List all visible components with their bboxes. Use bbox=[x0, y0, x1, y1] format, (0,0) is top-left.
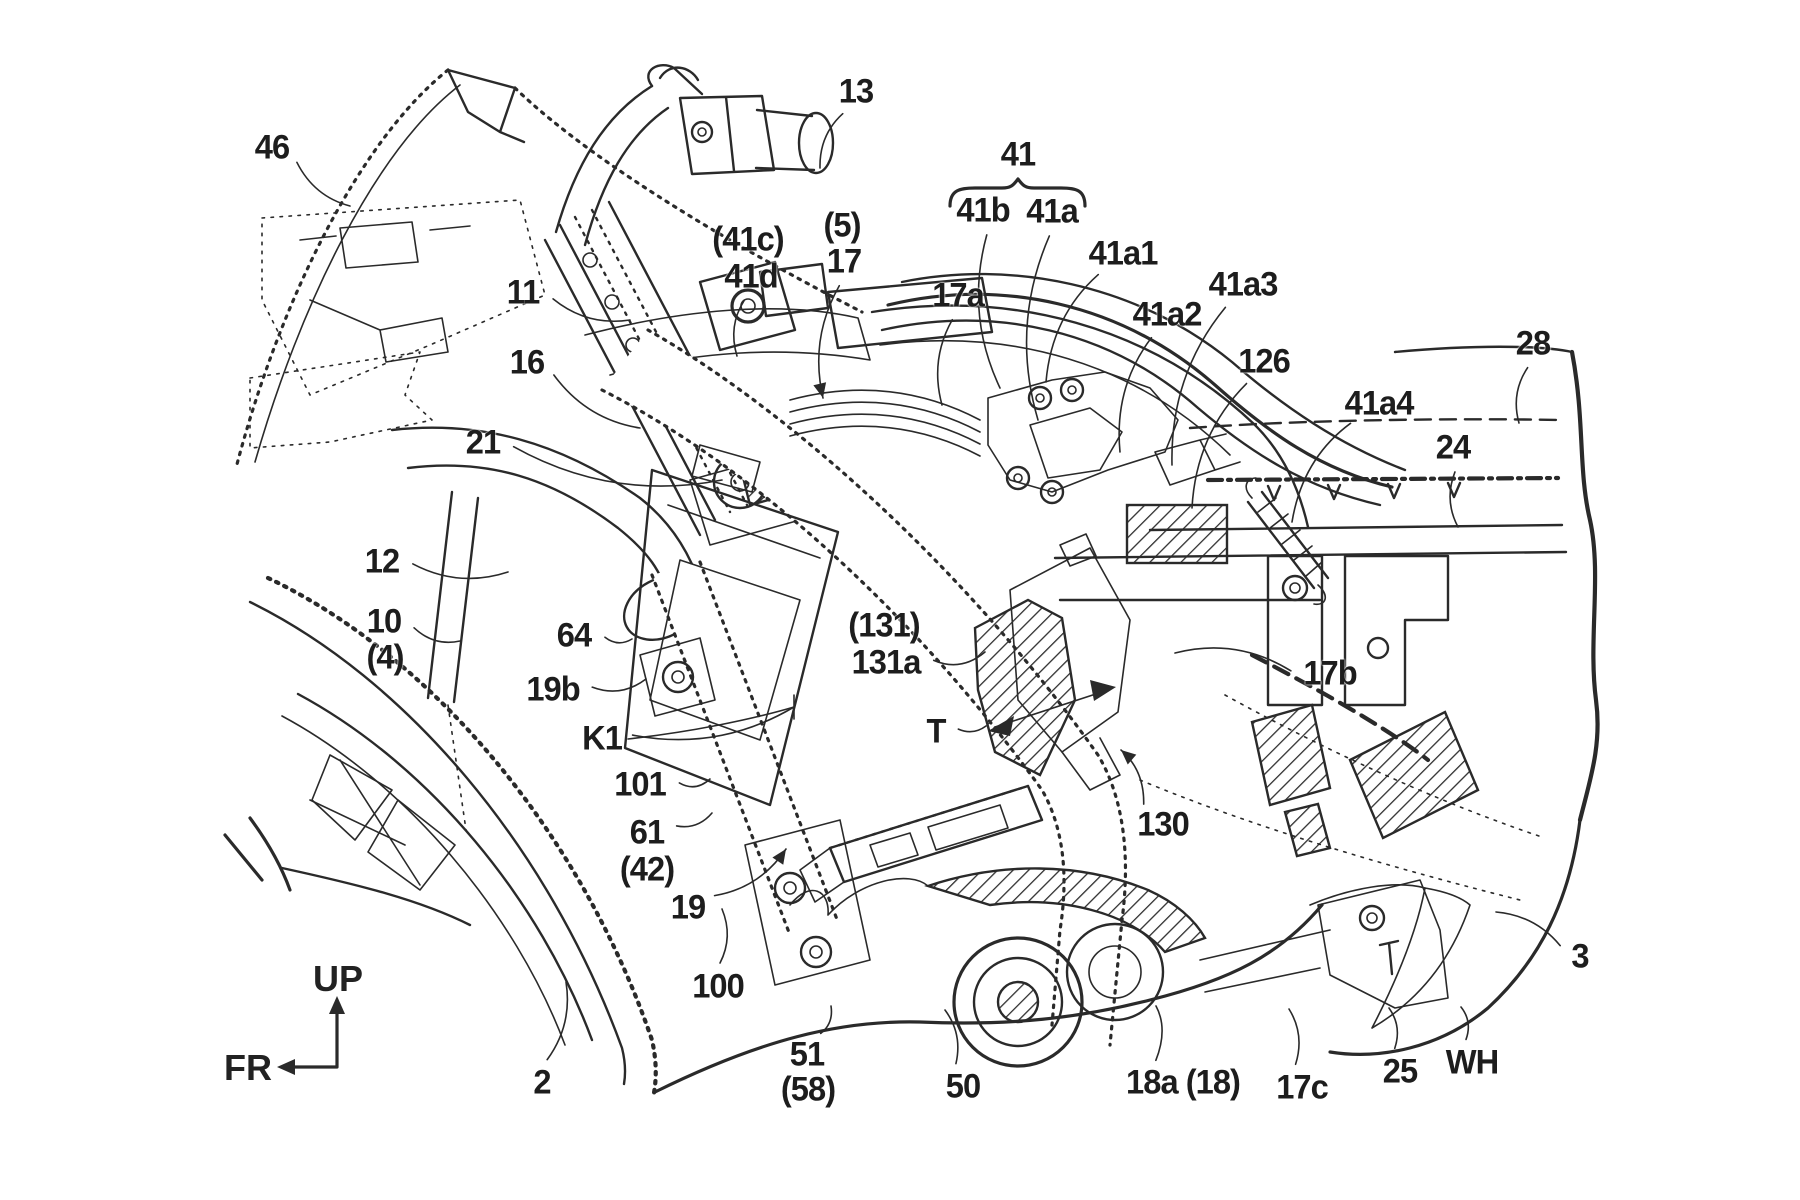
leader-arrow-19 bbox=[772, 849, 786, 865]
rubber-mounts bbox=[1139, 652, 1546, 901]
step-bracket bbox=[1199, 879, 1449, 1009]
front-fork bbox=[426, 490, 480, 831]
leader-50 bbox=[944, 1009, 959, 1065]
leader-51 bbox=[819, 1005, 833, 1035]
leader-16 bbox=[553, 374, 641, 429]
leader-21 bbox=[512, 445, 723, 487]
leader-3 bbox=[1495, 911, 1561, 947]
leader-126 bbox=[1191, 382, 1248, 509]
leader-100 bbox=[719, 908, 729, 964]
leader-17b bbox=[1174, 647, 1292, 672]
leader-arrow-130 bbox=[1121, 750, 1137, 765]
leader-25 bbox=[1388, 1007, 1399, 1050]
leader-19b bbox=[591, 678, 647, 692]
rear-rack bbox=[1053, 345, 1600, 823]
leader-24 bbox=[1449, 471, 1459, 528]
leader-61 bbox=[675, 812, 713, 828]
leader-13 bbox=[819, 112, 844, 169]
leader-41a4 bbox=[1291, 422, 1352, 523]
leader-T bbox=[957, 725, 987, 733]
leader-41a2 bbox=[1118, 336, 1153, 453]
engine bbox=[280, 866, 1324, 1094]
leader-28 bbox=[1515, 366, 1529, 424]
leader-18a bbox=[1155, 1005, 1163, 1062]
leader-46 bbox=[296, 161, 351, 207]
leader-2 bbox=[546, 981, 569, 1061]
body-panel-3 bbox=[1309, 818, 1582, 1056]
leader-K1 bbox=[631, 706, 795, 741]
brace-41 bbox=[948, 177, 1087, 208]
bracket-17b bbox=[1266, 554, 1450, 707]
leader-12 bbox=[412, 563, 509, 580]
leader-11 bbox=[552, 298, 631, 323]
leader-41a3 bbox=[1171, 306, 1227, 466]
handlebar bbox=[554, 63, 835, 247]
leader-41b bbox=[977, 234, 1001, 389]
leader-101 bbox=[678, 778, 711, 788]
leader-17c bbox=[1288, 1008, 1300, 1066]
battery-box bbox=[623, 444, 840, 807]
ecu-assembly bbox=[973, 533, 1131, 791]
leader-17a bbox=[936, 318, 954, 406]
front-wheel bbox=[223, 575, 658, 1096]
leader-WH bbox=[1460, 1006, 1470, 1041]
leader-41a bbox=[1025, 235, 1051, 421]
component-126 bbox=[1125, 503, 1229, 565]
leader-64 bbox=[604, 636, 633, 644]
leader-arrow-17 bbox=[813, 382, 827, 398]
leader-41a1 bbox=[1045, 273, 1100, 383]
leader-10 bbox=[413, 627, 461, 644]
leader-131a bbox=[932, 651, 986, 666]
axis-arrows bbox=[277, 996, 345, 1075]
leader-41d bbox=[732, 299, 745, 357]
leader-17 bbox=[818, 284, 841, 399]
